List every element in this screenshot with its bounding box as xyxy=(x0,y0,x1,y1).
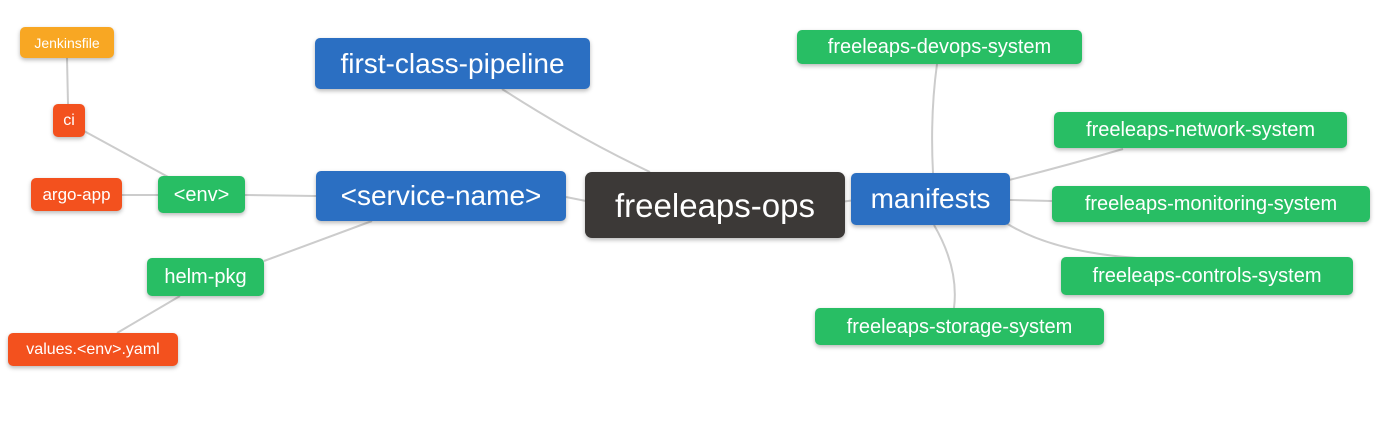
node-freeleaps-devops-system[interactable]: freeleaps-devops-system xyxy=(797,30,1082,64)
node-argo-app[interactable]: argo-app xyxy=(31,178,122,211)
node-freeleaps-controls-system[interactable]: freeleaps-controls-system xyxy=(1061,257,1353,295)
edge-env-service-name xyxy=(244,194,317,197)
edge-jenkinsfile-ci xyxy=(66,57,69,105)
edge-manifests-network xyxy=(1008,148,1124,181)
node-helm-pkg[interactable]: helm-pkg xyxy=(147,258,264,296)
node-values-env-yaml[interactable]: values.<env>.yaml xyxy=(8,333,178,366)
node-ci[interactable]: ci xyxy=(53,104,85,137)
node-first-class-pipeline[interactable]: first-class-pipeline xyxy=(315,38,590,89)
edge-service-name-freeleaps-ops xyxy=(565,196,587,202)
edge-manifests-devops xyxy=(931,63,938,174)
edge-ci-env xyxy=(83,130,171,179)
edge-manifests-storage xyxy=(933,224,956,309)
edge-values-helm-pkg xyxy=(116,295,181,334)
node-service-name[interactable]: <service-name> xyxy=(316,171,566,221)
edge-pipeline-freeleaps-ops xyxy=(501,88,651,173)
edge-helm-pkg-service-name xyxy=(263,220,373,262)
node-env[interactable]: <env> xyxy=(158,176,245,213)
edge-manifests-monitoring xyxy=(1009,199,1053,202)
node-manifests[interactable]: manifests xyxy=(851,173,1010,225)
node-freeleaps-storage-system[interactable]: freeleaps-storage-system xyxy=(815,308,1104,345)
edge-manifests-controls xyxy=(1005,222,1138,259)
node-freeleaps-monitoring-system[interactable]: freeleaps-monitoring-system xyxy=(1052,186,1370,222)
node-jenkinsfile[interactable]: Jenkinsfile xyxy=(20,27,114,58)
node-freeleaps-ops[interactable]: freeleaps-ops xyxy=(585,172,845,238)
node-freeleaps-network-system[interactable]: freeleaps-network-system xyxy=(1054,112,1347,148)
